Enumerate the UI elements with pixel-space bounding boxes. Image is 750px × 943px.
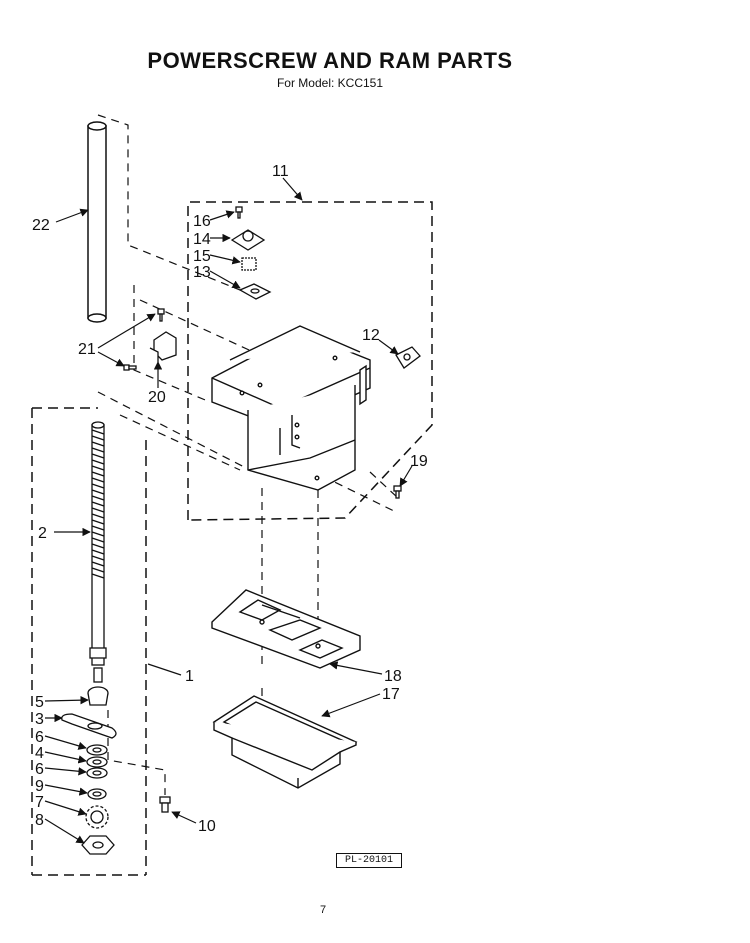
part-6-washer-a: [86, 744, 108, 756]
part-2-powerscrew: [89, 421, 107, 683]
group-1-outline: [31, 407, 147, 876]
callout-20: 20: [148, 389, 166, 406]
callout-21: 21: [78, 341, 96, 358]
callout-2: 2: [38, 525, 47, 542]
callout-19: 19: [410, 453, 428, 470]
callout-12: 12: [362, 327, 380, 344]
part-6-washer-b: [86, 767, 108, 779]
callout-22: 22: [32, 217, 50, 234]
callout-14: 14: [193, 231, 211, 248]
callout-6b: 6: [35, 761, 44, 778]
callout-3: 3: [35, 711, 44, 728]
callout-9: 9: [35, 778, 44, 795]
callout-6a: 6: [35, 729, 44, 746]
alignment-lines: [97, 114, 399, 795]
callout-13: 13: [193, 264, 211, 281]
part-5-bearing: [87, 686, 109, 706]
part-7-sprocket: [85, 805, 109, 829]
callout-17: 17: [382, 686, 400, 703]
callout-16: 16: [193, 213, 211, 230]
page-title: POWERSCREW AND RAM PARTS: [147, 48, 513, 73]
part-12-bracket: [395, 346, 421, 369]
part-22-tube: [87, 121, 107, 323]
callout-15: 15: [193, 248, 211, 265]
part-4-washer: [86, 756, 108, 768]
part-11-ram-housing: [211, 325, 371, 491]
part-10-screw: [159, 796, 171, 813]
callout-7: 7: [35, 794, 44, 811]
callout-5: 5: [35, 694, 44, 711]
callout-1: 1: [185, 668, 194, 685]
part-8-nut: [81, 835, 115, 855]
model-subtitle: For Model: KCC151: [276, 76, 384, 90]
part-9-washer: [87, 788, 107, 800]
leader-lines: [44, 177, 413, 844]
callout-8: 8: [35, 812, 44, 829]
group-11-outline: [187, 201, 433, 521]
callout-18: 18: [384, 668, 402, 685]
part-17-pan: [212, 695, 358, 789]
callout-11: 11: [272, 163, 289, 180]
part-20-bracket: [149, 331, 177, 362]
part-15-gear: [241, 257, 257, 271]
part-18-plate: [211, 589, 361, 669]
callout-labels: 22 2 1 5 3 6 4 6 9 7 8 10 11 12 16 14 15…: [32, 163, 428, 835]
part-list-code: PL-20101: [336, 853, 402, 868]
page-number: 7: [319, 904, 327, 916]
callout-4: 4: [35, 745, 44, 762]
callout-10: 10: [198, 818, 216, 835]
part-13-gasket: [238, 283, 272, 300]
part-19-screw: [393, 485, 402, 499]
part-14-mount: [230, 229, 266, 251]
part-21-screws: [123, 308, 165, 371]
part-16-screw: [235, 206, 243, 219]
